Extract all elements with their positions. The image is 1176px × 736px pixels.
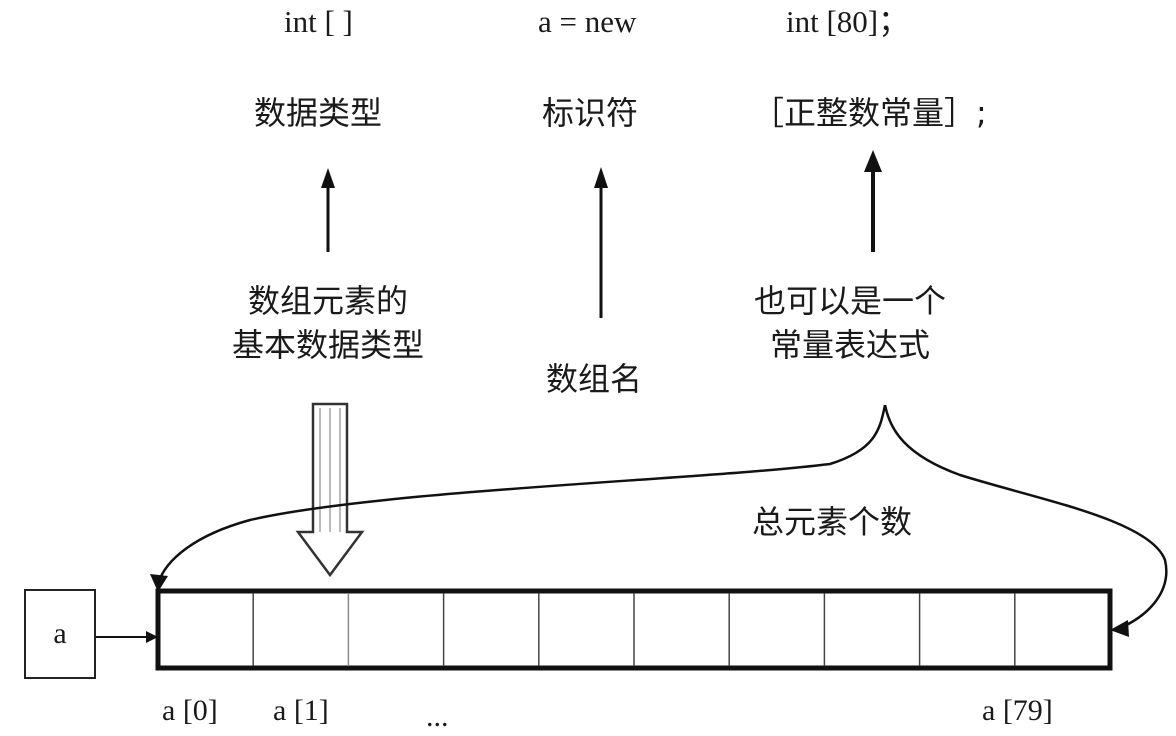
- label-identifier: 标识符: [542, 94, 639, 132]
- variable-box: a: [24, 589, 96, 679]
- arrow-element-type-to-data-type: [321, 168, 335, 252]
- label-const-expr-line2: 常量表达式: [769, 326, 930, 364]
- brace-curve-left: [156, 404, 887, 585]
- index-label-second: a [1]: [273, 694, 329, 727]
- brace-curve-right: [883, 404, 1168, 630]
- declaration-size: int [80]；: [786, 4, 910, 39]
- arrow-array-name-to-identifier: [594, 167, 608, 318]
- declaration-assign: a = new: [538, 4, 637, 39]
- label-element-type-line1: 数组元素的: [247, 282, 408, 320]
- label-element-type: 数组元素的 基本数据类型: [200, 282, 456, 364]
- label-element-type-line2: 基本数据类型: [231, 326, 424, 364]
- declaration-type: int [ ]: [284, 4, 353, 39]
- index-label-first: a [0]: [162, 694, 218, 727]
- label-total-elements: 总元素个数: [752, 503, 913, 541]
- arrow-const-expr-to-size: [864, 150, 882, 252]
- label-size-expression: ［正整数常量］;: [752, 94, 987, 132]
- label-const-expr-line1: 也可以是一个: [753, 282, 946, 320]
- array-cell-dividers: [252, 593, 1016, 666]
- label-data-type: 数据类型: [254, 94, 383, 132]
- index-label-last: a [79]: [982, 694, 1053, 727]
- variable-name: a: [53, 617, 67, 650]
- index-label-ellipsis: ...: [426, 700, 449, 733]
- label-array-name: 数组名: [546, 360, 643, 398]
- label-constant-expression: 也可以是一个 常量表达式: [730, 282, 970, 364]
